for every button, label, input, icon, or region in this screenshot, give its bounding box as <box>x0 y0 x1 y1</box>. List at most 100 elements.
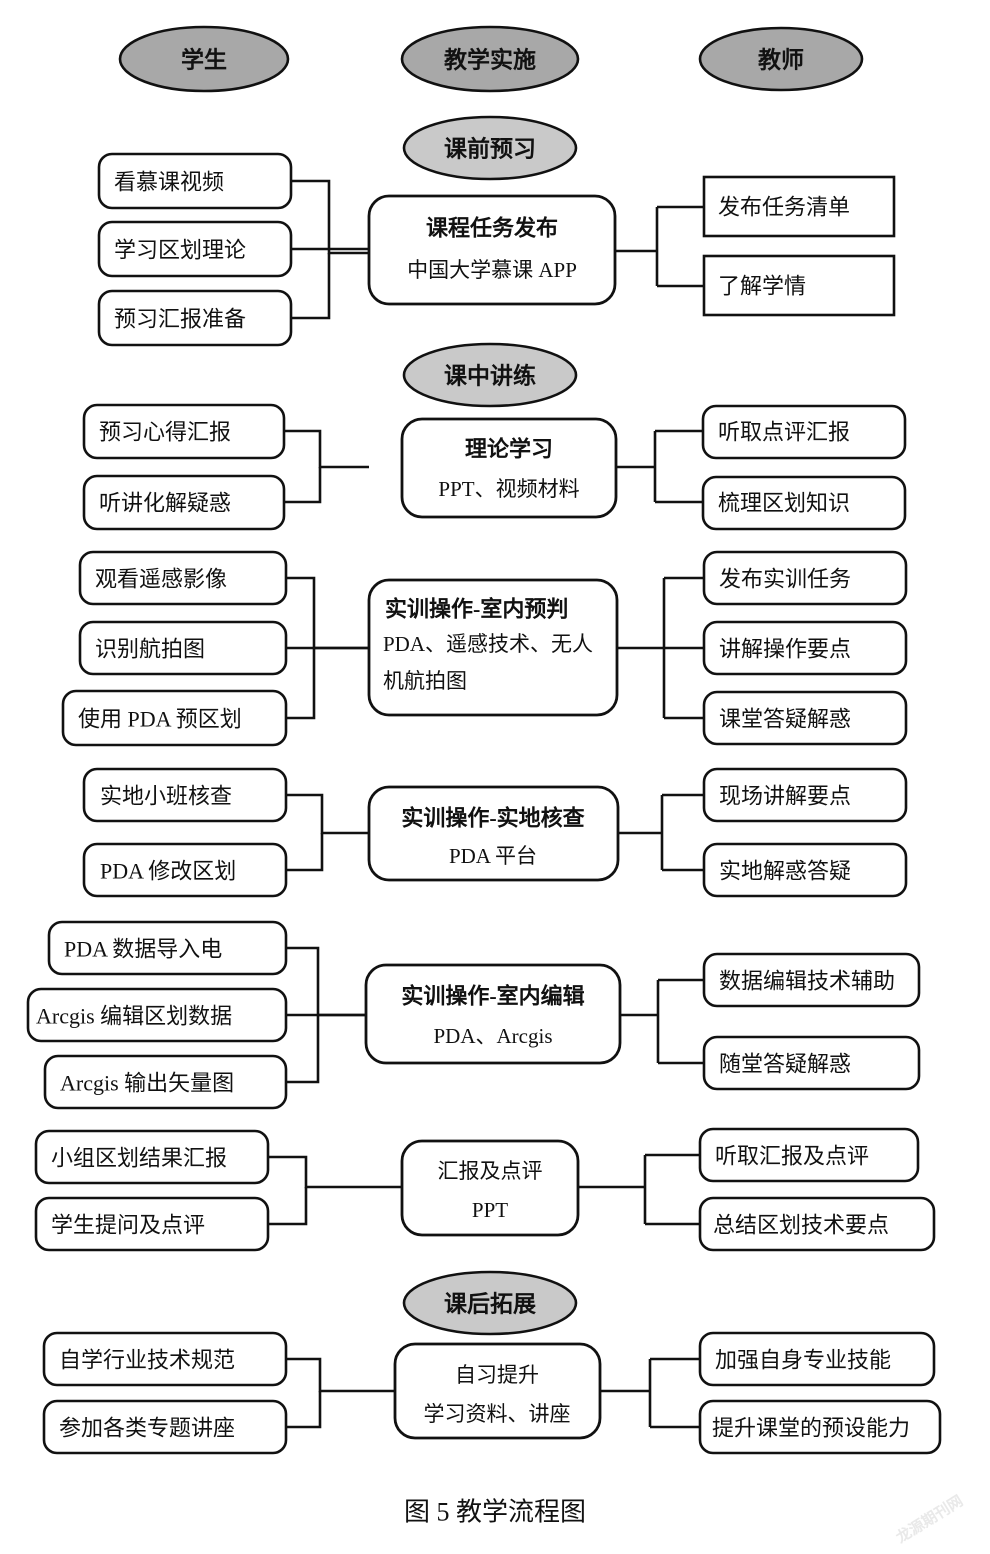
center-box-subtitle: PDA、遥感技术、无人机航拍图 <box>383 632 594 693</box>
student-box[interactable]: Arcgis 编辑区划数据 <box>26 987 288 1043</box>
teacher-box-label: 课堂答疑解惑 <box>719 707 851 732</box>
connector-student-7-1 <box>286 1391 322 1429</box>
student-box[interactable]: 预习汇报准备 <box>97 289 293 347</box>
stage-ellipse-in-class-theory: 课中讲练 <box>402 342 578 408</box>
teacher-box[interactable]: 了解学情 <box>702 254 896 317</box>
connector-student-2-0 <box>284 429 369 469</box>
student-box[interactable]: PDA 数据导入电 <box>47 920 288 976</box>
connector-student-1-2 <box>291 253 331 320</box>
connector-student-1-0 <box>291 179 369 255</box>
stage-label-post-class: 课后拓展 <box>444 1292 536 1317</box>
teacher-box[interactable]: 发布实训任务 <box>702 550 908 606</box>
teacher-box[interactable]: 课堂答疑解惑 <box>702 690 908 746</box>
teacher-box-label: 发布任务清单 <box>718 195 850 220</box>
student-box[interactable]: 自学行业技术规范 <box>42 1331 288 1387</box>
student-box-label: 使用 PDA 预区划 <box>78 707 242 732</box>
watermark-text: 龙源期刊网 <box>892 1492 966 1548</box>
student-box-label: 学生提问及点评 <box>51 1213 205 1238</box>
teacher-box-label: 梳理区划知识 <box>718 491 850 516</box>
student-box[interactable]: 使用 PDA 预区划 <box>61 689 288 747</box>
header-label-teacher: 教师 <box>758 47 804 73</box>
connector-student-5-2 <box>286 1015 320 1084</box>
stage-ellipse-pre-class: 课前预习 <box>402 115 578 181</box>
center-box-indoor-prejudgment[interactable]: 实训操作-室内预判 PDA、遥感技术、无人机航拍图 <box>367 578 619 717</box>
student-box-label: 自学行业技术规范 <box>59 1348 235 1373</box>
header-label-student: 学生 <box>181 47 227 73</box>
watermark: 龙源期刊网 <box>892 1492 966 1548</box>
teacher-box[interactable]: 听取汇报及点评 <box>698 1127 920 1183</box>
student-box-label: 预习心得汇报 <box>99 420 231 445</box>
student-box[interactable]: PDA 修改区划 <box>82 842 288 898</box>
student-box[interactable]: 学习区划理论 <box>97 220 293 278</box>
student-box[interactable]: Arcgis 输出矢量图 <box>43 1054 288 1110</box>
teacher-box[interactable]: 现场讲解要点 <box>702 767 908 823</box>
connector-student-3-2 <box>286 648 316 720</box>
stage-ellipse-post-class: 课后拓展 <box>402 1270 578 1336</box>
student-box-label: PDA 数据导入电 <box>64 937 222 962</box>
center-box-subtitle: 中国大学慕课 APP <box>407 258 577 282</box>
student-box[interactable]: 学生提问及点评 <box>34 1196 270 1252</box>
student-box-label: 实地小班核查 <box>100 784 232 809</box>
teacher-box-label: 总结区划技术要点 <box>713 1213 889 1238</box>
student-box-label: 学习区划理论 <box>114 238 246 263</box>
connector-student-2-1 <box>284 467 322 504</box>
center-box-title: 实训操作-实地核查 <box>401 806 584 831</box>
student-box[interactable]: 看慕课视频 <box>97 152 293 210</box>
center-box-pre-class[interactable]: 课程任务发布 中国大学慕课 APP <box>367 194 617 306</box>
center-box-in-class-theory[interactable]: 理论学习 PPT、视频材料 <box>400 417 618 519</box>
center-box-post-class[interactable]: 自习提升 学习资料、讲座 <box>393 1342 602 1440</box>
center-box-field-verification[interactable]: 实训操作-实地核查 PDA 平台 <box>367 785 620 882</box>
teacher-box[interactable]: 提升课堂的预设能力 <box>698 1399 942 1455</box>
header-ellipse-implementation: 教学实施 <box>400 25 580 93</box>
student-box-label: PDA 修改区划 <box>100 859 236 884</box>
student-box-label: 观看遥感影像 <box>95 567 227 592</box>
figure-caption: 图 5 教学流程图 <box>404 1498 586 1527</box>
teacher-box[interactable]: 总结区划技术要点 <box>698 1196 936 1252</box>
student-box-label: 参加各类专题讲座 <box>59 1416 235 1441</box>
teacher-box-label: 现场讲解要点 <box>719 784 851 809</box>
center-box-subtitle: PDA 平台 <box>449 844 537 868</box>
center-box-subtitle: 学习资料、讲座 <box>424 1402 571 1426</box>
student-box[interactable]: 小组区划结果汇报 <box>34 1129 270 1185</box>
teacher-box-label: 数据编辑技术辅助 <box>719 969 895 994</box>
student-box-label: 预习汇报准备 <box>114 307 246 332</box>
teacher-box[interactable]: 随堂答疑解惑 <box>702 1035 921 1091</box>
teacher-box[interactable]: 实地解惑答疑 <box>702 842 908 898</box>
student-box[interactable]: 识别航拍图 <box>78 620 288 676</box>
student-box[interactable]: 实地小班核查 <box>82 767 288 823</box>
connector-student-3-0 <box>286 576 369 650</box>
center-box-subtitle: PPT <box>472 1198 508 1222</box>
center-box-title: 实训操作-室内编辑 <box>401 984 584 1009</box>
teacher-box[interactable]: 加强自身专业技能 <box>698 1331 936 1387</box>
teacher-box[interactable]: 发布任务清单 <box>702 175 896 238</box>
teacher-box[interactable]: 讲解操作要点 <box>702 620 908 676</box>
center-box-report-review[interactable]: 汇报及点评 PPT <box>400 1139 580 1237</box>
connector-student-6-1 <box>268 1187 308 1226</box>
center-box-title: 实训操作-室内预判 <box>385 597 568 622</box>
stage-label-pre-class: 课前预习 <box>444 136 536 162</box>
connector-student-4-0 <box>286 793 369 835</box>
student-box[interactable]: 听讲化解疑惑 <box>82 474 286 531</box>
center-box-title: 汇报及点评 <box>438 1159 543 1183</box>
connector-student-5-0 <box>286 946 366 1017</box>
center-box-subtitle: PDA、Arcgis <box>434 1024 553 1048</box>
teacher-box[interactable]: 听取点评汇报 <box>701 404 907 460</box>
center-box-title: 理论学习 <box>465 437 553 462</box>
teacher-box-label: 提升课堂的预设能力 <box>712 1416 910 1441</box>
student-box[interactable]: 参加各类专题讲座 <box>42 1399 288 1455</box>
center-box-subtitle-wrap: PDA、遥感技术、无人机航拍图 <box>383 632 594 693</box>
header-label-implementation: 教学实施 <box>444 47 536 73</box>
teacher-box-label: 发布实训任务 <box>719 567 851 592</box>
teacher-box[interactable]: 数据编辑技术辅助 <box>702 952 921 1008</box>
student-box-label: 看慕课视频 <box>114 170 224 195</box>
teacher-box[interactable]: 梳理区划知识 <box>701 475 907 531</box>
center-box-indoor-editing[interactable]: 实训操作-室内编辑 PDA、Arcgis <box>364 963 622 1065</box>
header-ellipse-student: 学生 <box>118 25 290 93</box>
header-ellipse-teacher: 教师 <box>698 26 864 92</box>
connector-student-6-0 <box>268 1155 402 1189</box>
student-box[interactable]: 预习心得汇报 <box>82 403 286 460</box>
teacher-box-label: 听取点评汇报 <box>718 420 850 445</box>
student-box[interactable]: 观看遥感影像 <box>78 550 288 606</box>
